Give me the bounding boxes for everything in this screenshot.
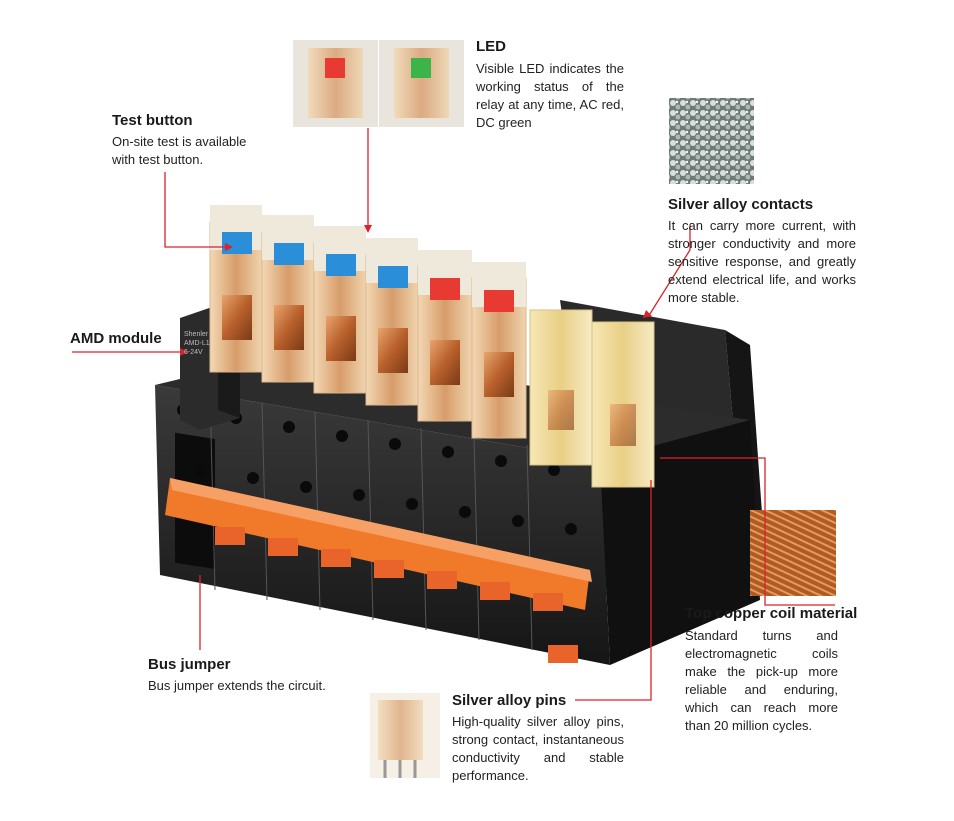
led-photo-dc — [379, 40, 464, 127]
arrow-test-button — [225, 243, 233, 251]
silver-pins-desc: High-quality silver alloy pins, strong c… — [452, 714, 624, 783]
copper-coil-title: Top copper coil material — [685, 605, 858, 622]
bus-jumper-title: Bus jumper — [148, 656, 231, 673]
arrow-led — [364, 225, 372, 233]
amd-module-title: AMD module — [70, 330, 162, 347]
led-photo-ac — [293, 40, 378, 127]
callout-lines — [72, 128, 835, 701]
copper-coil-desc: Standard turns and electromagnetic coils… — [685, 628, 838, 733]
arrow-contacts — [643, 310, 652, 318]
amd-brand-label: Shenler — [184, 331, 209, 338]
test-button-title: Test button — [112, 112, 193, 129]
copper-coil-photo — [750, 510, 836, 596]
silver-contacts-photo — [669, 98, 754, 184]
amd-module-label: Shenler AMD-L1 6-24V — [184, 330, 210, 357]
bus-jumper-graphic — [165, 478, 592, 663]
test-button-desc: On-site test is available with test butt… — [112, 134, 247, 167]
silver-pins-photo — [370, 693, 440, 778]
relays-amber — [529, 309, 655, 488]
amd-model-label: AMD-L1 — [184, 340, 210, 347]
led-title: LED — [476, 38, 506, 55]
bus-jumper-desc: Bus jumper extends the circuit. — [148, 678, 326, 693]
relays-blue-buttons — [209, 205, 419, 406]
silver-pins-title: Silver alloy pins — [452, 692, 567, 709]
silver-contacts-title: Silver alloy contacts — [668, 196, 814, 213]
led-desc: Visible LED indicates the working status… — [476, 61, 624, 130]
relays-red-buttons — [417, 250, 527, 439]
silver-contacts-desc: It can carry more current, with stronger… — [668, 218, 856, 305]
arrow-amd — [180, 348, 188, 356]
amd-voltage-label: 6-24V — [184, 349, 203, 356]
